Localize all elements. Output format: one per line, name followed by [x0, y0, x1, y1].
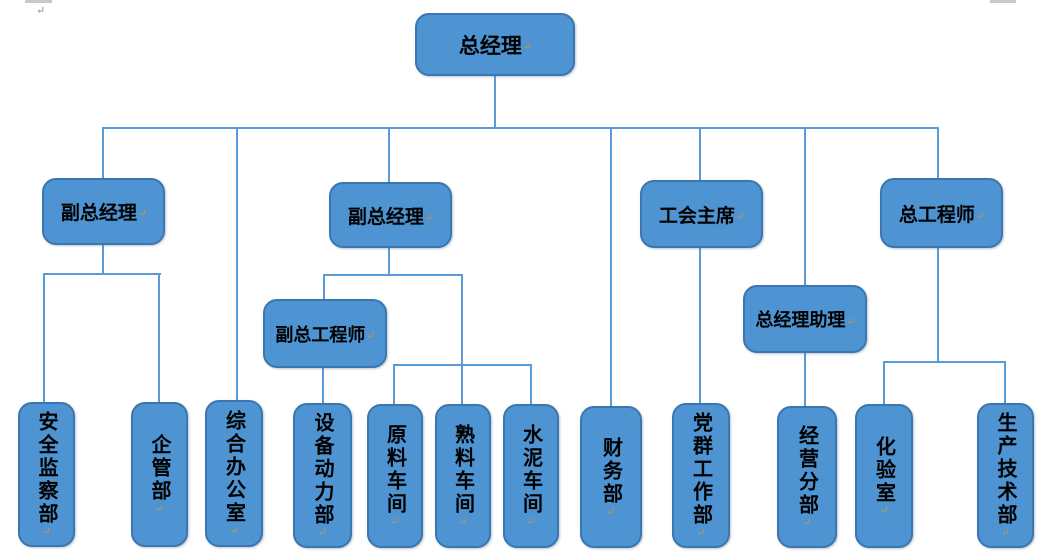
paragraph-mark-icon: ↵ [879, 504, 889, 517]
connector-line [158, 273, 160, 403]
node-label: 企管部 [148, 434, 170, 503]
node-label: 总经理助理 [755, 310, 846, 330]
connector-line [494, 76, 496, 128]
paragraph-mark-icon: ↵ [317, 527, 328, 539]
paragraph-mark-icon: ↵ [975, 209, 986, 222]
connector-line [461, 274, 463, 366]
org-node-cement-workshop[interactable]: 水泥车间↵ [503, 404, 559, 548]
node-label: 经营分部 [795, 425, 818, 517]
paragraph-mark-icon: ↵ [424, 211, 435, 224]
paragraph-mark-icon: ↵ [41, 526, 52, 538]
connector-line [699, 248, 701, 404]
org-node-operations-branch[interactable]: 经营分部↵ [777, 406, 837, 548]
org-node-general-office[interactable]: 综合办公室↵ [205, 400, 263, 547]
paragraph-mark-icon: ↵ [802, 517, 812, 529]
connector-line [883, 361, 1006, 363]
connector-line [388, 128, 390, 183]
node-label: 熟料车间 [451, 424, 474, 516]
paragraph-mark-icon: ↵ [458, 516, 468, 528]
node-label: 安全监察部 [35, 411, 57, 526]
page-margin-mark-left [25, 0, 52, 3]
node-label: 生产技术部 [994, 412, 1016, 527]
node-label: 总工程师 [898, 204, 975, 226]
connector-line [883, 361, 885, 405]
org-node-equipment-power-dept[interactable]: 设备动力部↵ [293, 403, 352, 548]
org-node-deputy-gm-left[interactable]: 副总经理↵ [42, 178, 165, 245]
paragraph-mark-icon: ↵ [137, 208, 148, 220]
connector-line [610, 128, 612, 407]
connector-line [937, 248, 939, 362]
org-node-deputy-chief-engineer[interactable]: 副总工程师↵ [263, 299, 387, 368]
connector-line [323, 274, 325, 300]
paragraph-mark-icon: ↵ [390, 516, 400, 528]
org-node-enterprise-mgmt-dept[interactable]: 企管部↵ [131, 402, 188, 547]
paragraph-mark-icon: ↵ [154, 503, 165, 515]
org-node-finance-dept[interactable]: 财务部↵ [580, 406, 642, 548]
paragraph-mark-icon: ↵ [526, 516, 536, 528]
org-node-raw-material-workshop[interactable]: 原料车间↵ [367, 404, 423, 548]
node-label: 工会主席 [658, 205, 735, 227]
connector-line [388, 248, 390, 276]
org-node-laboratory[interactable]: 化验室↵ [855, 404, 913, 548]
node-label: 财务部 [599, 436, 622, 506]
org-node-gm-assistant[interactable]: 总经理助理↵ [743, 285, 867, 353]
connector-line [804, 353, 806, 407]
org-node-general-manager[interactable]: 总经理↵ [415, 13, 575, 76]
node-label: 设备动力部 [311, 412, 333, 527]
node-label: 水泥车间 [519, 424, 542, 516]
connector-line [102, 127, 939, 129]
paragraph-mark-icon: ↵ [366, 330, 376, 342]
connector-line [323, 274, 463, 276]
connector-line [461, 364, 463, 405]
connector-line [43, 273, 161, 275]
org-node-deputy-gm-mid[interactable]: 副总经理↵ [329, 182, 452, 248]
connector-line [322, 368, 324, 404]
paragraph-mark-icon: ↵ [696, 527, 706, 539]
connector-line [43, 273, 45, 403]
paragraph-mark-icon: ↵ [522, 41, 533, 53]
node-label: 综合办公室 [222, 410, 245, 525]
node-label: 化验室 [872, 435, 895, 505]
node-label: 副总经理 [347, 206, 424, 228]
org-node-union-chairman[interactable]: 工会主席↵ [640, 180, 763, 248]
org-node-party-mass-work-dept[interactable]: 党群工作部↵ [672, 403, 730, 548]
org-node-production-tech-dept[interactable]: 生产技术部↵ [977, 403, 1034, 548]
org-node-chief-engineer[interactable]: 总工程师↵ [880, 178, 1003, 248]
connector-line [236, 128, 238, 403]
connector-line [699, 128, 701, 181]
node-label: 总经理 [458, 33, 522, 58]
connector-line [530, 364, 532, 405]
node-label: 副总工程师 [275, 324, 366, 345]
connector-line [393, 364, 395, 405]
connector-line [1004, 361, 1006, 405]
page-margin-mark-right [990, 0, 1016, 3]
connector-line [937, 128, 939, 179]
page-paragraph-mark: ↵ [36, 5, 46, 17]
node-label: 副总经理 [60, 203, 137, 224]
connector-line [804, 128, 806, 286]
org-node-clinker-workshop[interactable]: 熟料车间↵ [435, 404, 491, 548]
paragraph-mark-icon: ↵ [735, 210, 746, 223]
connector-line [102, 128, 104, 180]
org-node-safety-supervision-dept[interactable]: 安全监察部↵ [18, 402, 75, 547]
node-label: 原料车间 [383, 424, 406, 516]
paragraph-mark-icon: ↵ [846, 315, 856, 328]
node-label: 党群工作部 [689, 412, 712, 527]
paragraph-mark-icon: ↵ [1000, 527, 1011, 539]
connector-line [102, 245, 104, 275]
paragraph-mark-icon: ↵ [606, 505, 616, 518]
paragraph-mark-icon: ↵ [229, 525, 239, 537]
